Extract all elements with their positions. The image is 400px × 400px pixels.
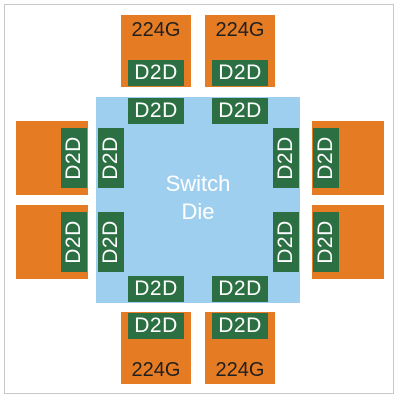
d2d-block-switch-right-top: D2D xyxy=(273,128,299,188)
d2d-block-right-bottom-chiplet: D2D xyxy=(313,212,339,272)
d2d-block-right-top-chiplet: D2D xyxy=(313,128,339,188)
d2d-label: D2D xyxy=(62,220,86,264)
d2d-label: D2D xyxy=(314,136,338,180)
d2d-block-bottom-left-chiplet: D2D xyxy=(128,313,184,339)
d2d-block-switch-left-top: D2D xyxy=(98,128,124,188)
d2d-label: D2D xyxy=(314,220,338,264)
d2d-block-top-left-chiplet: D2D xyxy=(128,60,184,86)
switch-die xyxy=(96,97,300,303)
chiplet-bottom-right-label: 224G xyxy=(215,358,265,381)
switch-die-label-line2: Die xyxy=(181,199,215,224)
d2d-block-bottom-right-chiplet: D2D xyxy=(212,313,268,339)
d2d-block-switch-bottom-right: D2D xyxy=(212,276,268,302)
d2d-label: D2D xyxy=(274,220,298,264)
d2d-block-left-bottom-chiplet: D2D xyxy=(61,212,87,272)
chiplet-top-right-label: 224G xyxy=(215,18,265,41)
d2d-label: D2D xyxy=(62,136,86,180)
diagram-frame xyxy=(4,4,394,394)
d2d-block-switch-top-right: D2D xyxy=(212,98,268,124)
chiplet-bottom-left-label: 224G xyxy=(131,358,181,381)
d2d-block-left-top-chiplet: D2D xyxy=(61,128,87,188)
switch-die-label-line1: Switch xyxy=(165,171,231,196)
d2d-block-switch-left-bottom: D2D xyxy=(98,212,124,272)
d2d-block-top-right-chiplet: D2D xyxy=(212,60,268,86)
switch-die-label: Switch Die xyxy=(96,170,300,226)
d2d-block-switch-top-left: D2D xyxy=(128,98,184,124)
d2d-block-switch-right-bottom: D2D xyxy=(273,212,299,272)
d2d-block-switch-bottom-left: D2D xyxy=(128,276,184,302)
d2d-label: D2D xyxy=(99,220,123,264)
chiplet-top-left-label: 224G xyxy=(131,18,181,41)
